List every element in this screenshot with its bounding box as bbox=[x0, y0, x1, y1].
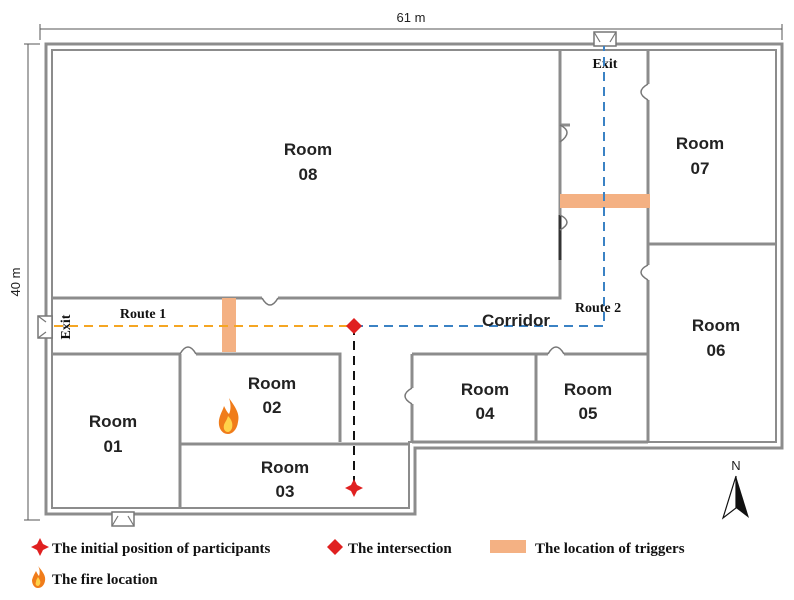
room-02-label-line2: 02 bbox=[263, 398, 282, 417]
room-08-label-line1: Room bbox=[284, 140, 332, 159]
door-corridor-mid bbox=[559, 214, 568, 231]
height-dimension: 40 m bbox=[8, 43, 40, 521]
exit-south bbox=[111, 511, 135, 527]
legend-item-triggers: The location of triggers bbox=[490, 540, 685, 557]
height-label: 40 m bbox=[8, 268, 23, 297]
legend-fire-icon bbox=[32, 566, 46, 588]
room-08-label-line2: 08 bbox=[299, 165, 318, 184]
room-04-label-line2: 04 bbox=[476, 404, 495, 423]
exit-north: Exit bbox=[593, 31, 618, 72]
triggers bbox=[222, 194, 650, 352]
room-05-label-line1: Room bbox=[564, 380, 612, 399]
legend-item-initial-position: The initial position of participants bbox=[31, 538, 271, 557]
room-06-label-line1: Room bbox=[692, 316, 740, 335]
legend-diamond-icon bbox=[327, 539, 343, 555]
width-dimension: 61 m bbox=[39, 10, 783, 40]
door-room-08 bbox=[261, 297, 279, 306]
exit-west: Exit bbox=[37, 314, 74, 339]
initial-position-marker bbox=[345, 479, 363, 497]
north-arrow-icon: N bbox=[721, 458, 749, 520]
exit-west-label: Exit bbox=[59, 314, 74, 339]
width-label: 61 m bbox=[397, 10, 426, 25]
legend-initial-position-label: The initial position of participants bbox=[52, 541, 271, 557]
compass-label: N bbox=[731, 458, 740, 473]
legend-item-intersection: The intersection bbox=[327, 539, 452, 557]
room-03-label-line1: Room bbox=[261, 458, 309, 477]
room-02-label-line1: Room bbox=[248, 374, 296, 393]
intersection-marker bbox=[346, 318, 362, 334]
room-05-label-line2: 05 bbox=[579, 404, 598, 423]
room-07-label-line2: 07 bbox=[691, 159, 710, 178]
door-room-06 bbox=[640, 264, 649, 281]
corridor-label: Corridor bbox=[482, 311, 550, 330]
trigger-route-1 bbox=[222, 298, 236, 352]
legend: The initial position of participants The… bbox=[31, 538, 685, 588]
legend-fire-label: The fire location bbox=[52, 572, 158, 588]
door-room-05 bbox=[547, 346, 565, 355]
room-04-label-line1: Room bbox=[461, 380, 509, 399]
interior-walls bbox=[52, 50, 776, 508]
fire-icon bbox=[218, 398, 239, 434]
room-07-label-line1: Room bbox=[676, 134, 724, 153]
legend-star-icon bbox=[31, 538, 49, 556]
exit-north-label: Exit bbox=[593, 57, 618, 72]
legend-intersection-label: The intersection bbox=[348, 541, 452, 557]
door-room-02 bbox=[179, 346, 197, 355]
route-2-label: Route 2 bbox=[575, 301, 621, 316]
legend-trigger-swatch bbox=[490, 540, 526, 553]
room-01-label-line2: 01 bbox=[104, 437, 123, 456]
door-room-04 bbox=[404, 387, 413, 405]
room-03-label-line2: 03 bbox=[276, 482, 295, 501]
room-01-label-line1: Room bbox=[89, 412, 137, 431]
legend-triggers-label: The location of triggers bbox=[535, 541, 685, 557]
route-1-label: Route 1 bbox=[120, 307, 166, 322]
route-2-path bbox=[354, 46, 605, 327]
room-06-label-line2: 06 bbox=[707, 341, 726, 360]
doors bbox=[179, 83, 649, 405]
door-corridor-north bbox=[559, 124, 568, 143]
door-room-07 bbox=[640, 83, 649, 101]
outer-walls bbox=[44, 42, 784, 516]
legend-item-fire: The fire location bbox=[32, 566, 158, 588]
